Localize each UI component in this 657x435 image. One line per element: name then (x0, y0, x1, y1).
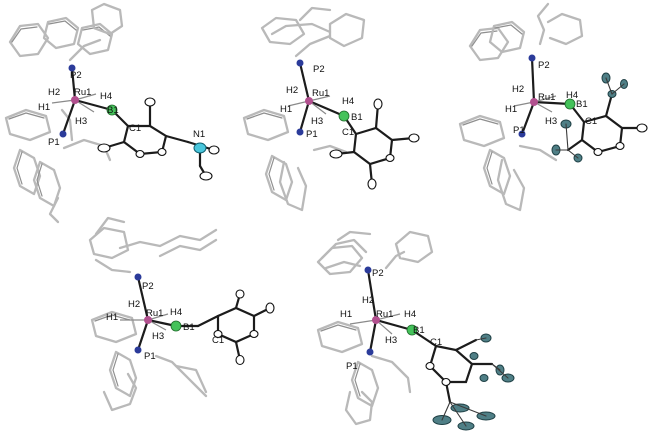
label-h3: H3 (311, 116, 323, 127)
label-h4: H4 (100, 91, 112, 102)
phosphorus-atom (134, 273, 142, 281)
label-p1: P1 (346, 361, 358, 372)
boron-atom (564, 98, 576, 110)
atoms (59, 64, 220, 181)
label-h2: H2 (512, 84, 524, 95)
phosphorus-atom (296, 59, 304, 67)
label-b1: B1 (107, 105, 119, 116)
label-p1: P1 (306, 129, 318, 140)
label-h2: H2 (286, 85, 298, 96)
label-h2: H2 (362, 295, 374, 306)
phosphorus-atom (366, 348, 374, 356)
structure-1: P2 H2 Ru1 H4 H1 B1 H3 C1 P1 N1 (4, 2, 220, 224)
atoms (296, 59, 420, 190)
label-c1: C1 (585, 116, 597, 127)
cf3-groups (551, 72, 648, 163)
label-c1: C1 (430, 337, 442, 348)
label-ru1: Ru1 (146, 308, 163, 319)
label-n1: N1 (193, 129, 205, 140)
structure-5: P2 H2 H1 Ru1 H4 B1 H3 C1 P1 (316, 230, 515, 431)
phosphorus-atom (134, 346, 142, 354)
atoms (364, 266, 418, 356)
label-c1: C1 (212, 335, 224, 346)
ruthenium-atom (530, 98, 538, 106)
label-p2: P2 (142, 281, 154, 292)
boron-atom (338, 110, 350, 122)
label-h1: H1 (106, 312, 118, 323)
phosphorus-atom (518, 130, 526, 138)
ligand-sticks (242, 6, 366, 212)
label-b1: B1 (413, 325, 425, 336)
core-bonds (287, 61, 416, 186)
label-h3: H3 (75, 116, 87, 127)
ligand-sticks (4, 2, 124, 224)
structure-3: P2 H2 Ru1 H4 H1 B1 H3 C1 P1 (458, 2, 648, 212)
nitrogen-atom (193, 142, 207, 154)
label-p1: P1 (144, 351, 156, 362)
ruthenium-atom (305, 97, 313, 105)
label-h3: H3 (385, 335, 397, 346)
label-p2: P2 (372, 268, 384, 279)
label-p2: P2 (313, 64, 325, 75)
label-h1: H1 (505, 104, 517, 115)
label-p1: P1 (513, 125, 525, 136)
label-h2: H2 (128, 299, 140, 310)
label-h4: H4 (342, 96, 354, 107)
structure-4: P2 H2 H4 H1 Ru1 B1 H3 C1 P1 (88, 216, 275, 412)
atoms (518, 54, 576, 138)
atom-labels: P2 H2 H4 H1 Ru1 B1 H3 C1 P1 (106, 281, 224, 362)
label-h3: H3 (152, 331, 164, 342)
label-p1: P1 (48, 137, 60, 148)
ligand-sticks (458, 2, 584, 212)
ligand-sticks (316, 230, 434, 426)
ligand-sticks (88, 216, 218, 412)
label-h4: H4 (404, 309, 416, 320)
boron-atom (406, 324, 418, 336)
label-h2: H2 (48, 87, 60, 98)
label-c1: C1 (342, 127, 354, 138)
phosphorus-atom (528, 54, 536, 62)
label-h1: H1 (340, 309, 352, 320)
label-b1: B1 (183, 322, 195, 333)
boron-atom (170, 320, 182, 332)
label-p2: P2 (70, 70, 82, 81)
phosphorus-atom (296, 128, 304, 136)
label-b1: B1 (351, 112, 363, 123)
label-h1: H1 (38, 102, 50, 113)
structure-2: P2 H2 Ru1 H4 H1 B1 H3 C1 P1 (242, 6, 420, 212)
label-h3: H3 (545, 116, 557, 127)
atoms (134, 273, 275, 366)
label-b1: B1 (576, 99, 588, 110)
label-h1: H1 (280, 104, 292, 115)
ruthenium-atom (144, 316, 152, 324)
ruthenium-atom (71, 96, 79, 104)
label-c1: C1 (129, 123, 141, 134)
atom-labels: P2 H2 H1 Ru1 H4 B1 H3 C1 P1 (340, 268, 442, 372)
label-ru1: Ru1 (538, 92, 555, 103)
label-h4: H4 (170, 307, 182, 318)
cf3-groups (425, 333, 515, 431)
label-p2: P2 (538, 60, 550, 71)
atom-labels: P2 H2 Ru1 H4 H1 B1 H3 C1 P1 (505, 60, 597, 136)
phosphorus-atom (59, 130, 67, 138)
atom-labels: P2 H2 Ru1 H4 H1 B1 H3 C1 P1 N1 (38, 70, 205, 148)
label-h4: H4 (566, 90, 578, 101)
atom-labels: P2 H2 Ru1 H4 H1 B1 H3 C1 P1 (280, 64, 363, 140)
boron-atom (106, 104, 118, 116)
phosphorus-atom (68, 64, 76, 72)
label-ru1: Ru1 (312, 88, 329, 99)
label-ru1: Ru1 (376, 309, 393, 320)
label-ru1: Ru1 (74, 87, 91, 98)
ruthenium-atom (372, 316, 380, 324)
phosphorus-atom (364, 266, 372, 274)
core-bonds (349, 268, 494, 404)
